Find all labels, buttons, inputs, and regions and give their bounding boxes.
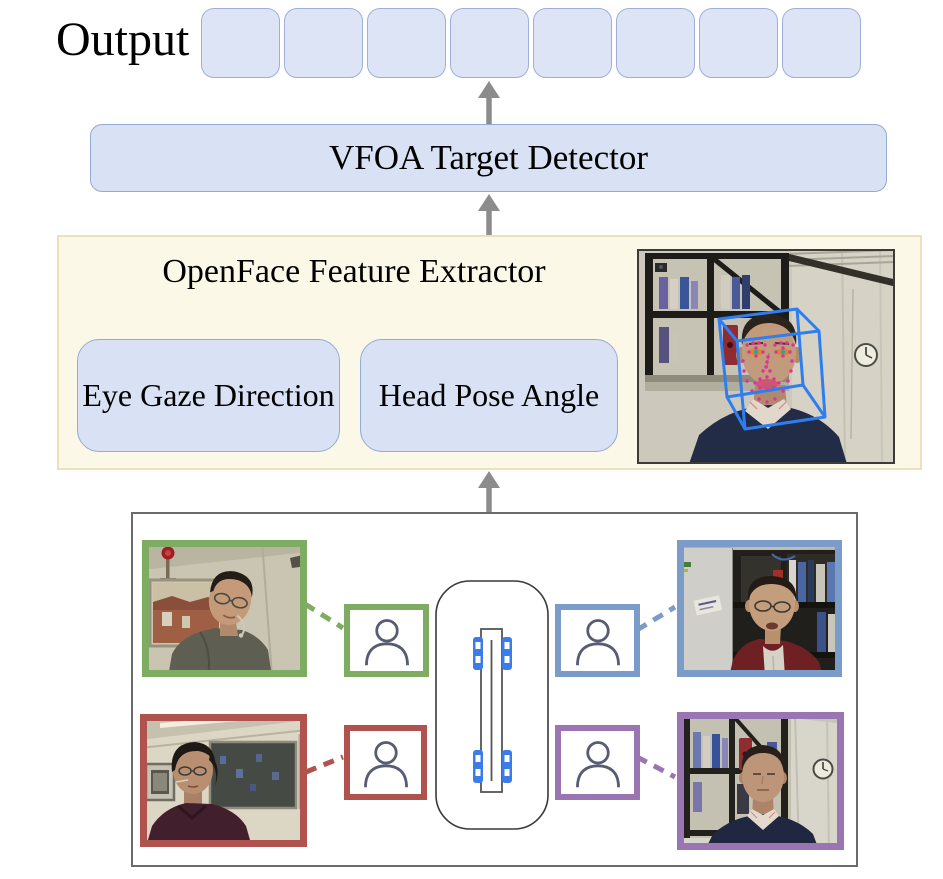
arrow-up-to-vfoa	[478, 194, 500, 236]
participant-red	[146, 742, 252, 847]
meeting-table-icon	[435, 580, 549, 830]
person-icon	[364, 618, 409, 665]
face-tracking-image	[637, 249, 895, 464]
arrow-up-to-openface	[478, 471, 500, 512]
participant-icon-box-purple	[555, 725, 640, 800]
person-icon	[363, 740, 408, 787]
person-icon	[575, 618, 620, 665]
participant-icon-box-green	[344, 604, 429, 677]
bookshelf	[683, 714, 791, 838]
gaze-eyes	[749, 348, 790, 356]
arrow-up-to-output	[478, 81, 500, 124]
output-slot	[616, 8, 695, 78]
output-slot	[533, 8, 612, 78]
openface-title: OpenFace Feature Extractor	[162, 253, 546, 290]
output-label: Output	[56, 13, 190, 66]
wall-clock	[854, 343, 878, 367]
output-slot	[782, 8, 861, 78]
participant-icon-box-blue	[555, 604, 640, 677]
small-frame	[144, 762, 176, 802]
participant-icon-box-red	[344, 725, 427, 800]
output-slot	[450, 8, 529, 78]
participant-blue	[729, 576, 823, 677]
camera-view-blue	[677, 540, 842, 677]
camera-view-red	[140, 714, 307, 847]
input-panel	[131, 512, 858, 867]
lips	[756, 379, 778, 389]
wall-clock	[812, 758, 834, 780]
person-icon	[575, 740, 620, 787]
output-slot	[367, 8, 446, 78]
output-slots	[201, 8, 861, 78]
participant-purple	[705, 745, 819, 850]
participant-green	[168, 571, 272, 677]
output-slot	[284, 8, 363, 78]
camera-view-purple	[677, 712, 844, 850]
output-slot	[201, 8, 280, 78]
camera-view-green	[142, 540, 307, 677]
head-pose-cube	[717, 307, 827, 431]
eye-gaze-direction-box: Eye Gaze Direction	[77, 339, 340, 452]
head-pose-angle-box: Head Pose Angle	[360, 339, 618, 452]
openface-panel: OpenFace Feature Extractor Eye Gaze Dire…	[57, 235, 922, 470]
dark-picture	[208, 740, 298, 810]
vfoa-target-detector-box: VFOA Target Detector	[90, 124, 887, 192]
output-slot	[699, 8, 778, 78]
